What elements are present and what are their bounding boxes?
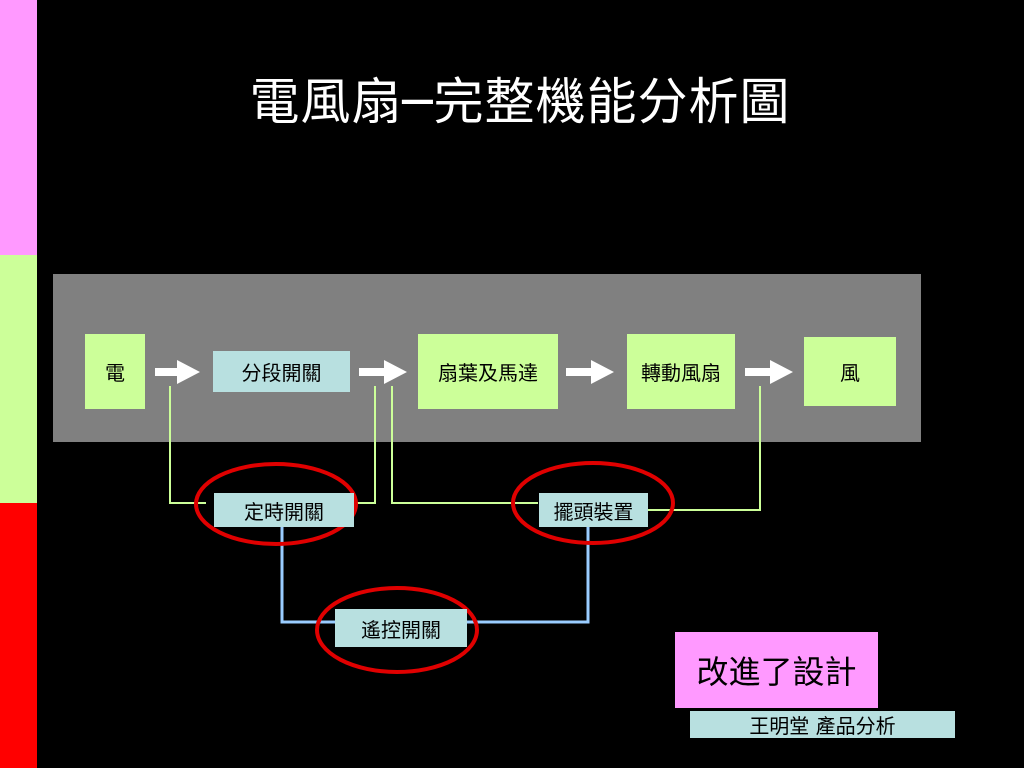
node-rotating-fan: 轉動風扇 <box>627 334 735 409</box>
highlight-ellipse-remote <box>315 586 479 674</box>
slide-title: 電風扇─完整機能分析圖 <box>249 73 791 131</box>
footer-credit: 王明堂 產品分析 <box>690 711 955 738</box>
node-oscillation: 擺頭裝置 <box>539 493 648 527</box>
flow-arrow-2 <box>359 360 407 384</box>
improved-design-callout: 改進了設計 <box>675 632 878 708</box>
node-electric: 電 <box>85 334 145 409</box>
flow-arrow-4 <box>745 360 793 384</box>
left-band-pink <box>0 0 37 255</box>
node-stage-switch: 分段開關 <box>213 351 350 392</box>
highlight-ellipse-timer <box>194 462 358 546</box>
node-remote-switch: 遙控開關 <box>335 609 467 647</box>
node-timer-switch: 定時開關 <box>214 493 354 527</box>
left-band-green <box>0 255 37 503</box>
timer-line-right <box>353 386 376 504</box>
flow-arrow-3 <box>566 360 614 384</box>
flow-arrow-1 <box>155 360 200 384</box>
node-blade-motor: 扇葉及馬達 <box>418 334 558 409</box>
left-band-red <box>0 503 37 768</box>
timer-line-left <box>169 386 206 504</box>
node-wind: 風 <box>804 337 896 406</box>
remote-line-right <box>467 527 590 624</box>
highlight-ellipse-oscillation <box>511 461 675 545</box>
oscillation-line-left <box>391 386 538 504</box>
oscillation-line-right <box>648 386 761 511</box>
